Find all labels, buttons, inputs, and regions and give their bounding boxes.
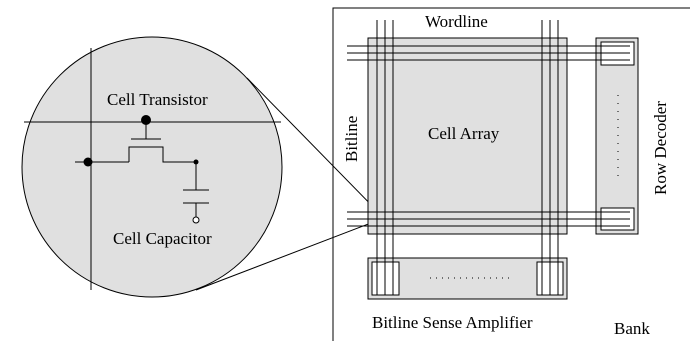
- cell-transistor-label: Cell Transistor: [107, 90, 208, 109]
- zoom-line-bottom: [195, 217, 385, 291]
- ground-terminal: [192, 216, 200, 224]
- bitlines: [376, 20, 559, 295]
- zoom-line-top: [246, 77, 385, 219]
- row-decoder-label: Row Decoder: [651, 101, 670, 195]
- drain-node: [193, 159, 199, 165]
- bitline-label: Bitline: [342, 116, 361, 162]
- cell-array-label: Cell Array: [428, 124, 500, 143]
- bitline-sense-amplifier-label: Bitline Sense Amplifier: [372, 313, 533, 332]
- cell-array: [367, 37, 568, 235]
- cell-capacitor-label: Cell Capacitor: [113, 229, 212, 248]
- bank-frame: [332, 7, 690, 341]
- wordline-label: Wordline: [425, 12, 488, 31]
- row-decoder: [595, 37, 639, 235]
- circle-wires: [24, 48, 281, 290]
- zoom-circle: [21, 36, 283, 298]
- bitline-node: [83, 157, 93, 167]
- wordline-node: [141, 115, 151, 125]
- bank-label: Bank: [614, 319, 650, 338]
- bitline-sense-amplifier: [367, 257, 568, 300]
- wordlines: [347, 45, 630, 227]
